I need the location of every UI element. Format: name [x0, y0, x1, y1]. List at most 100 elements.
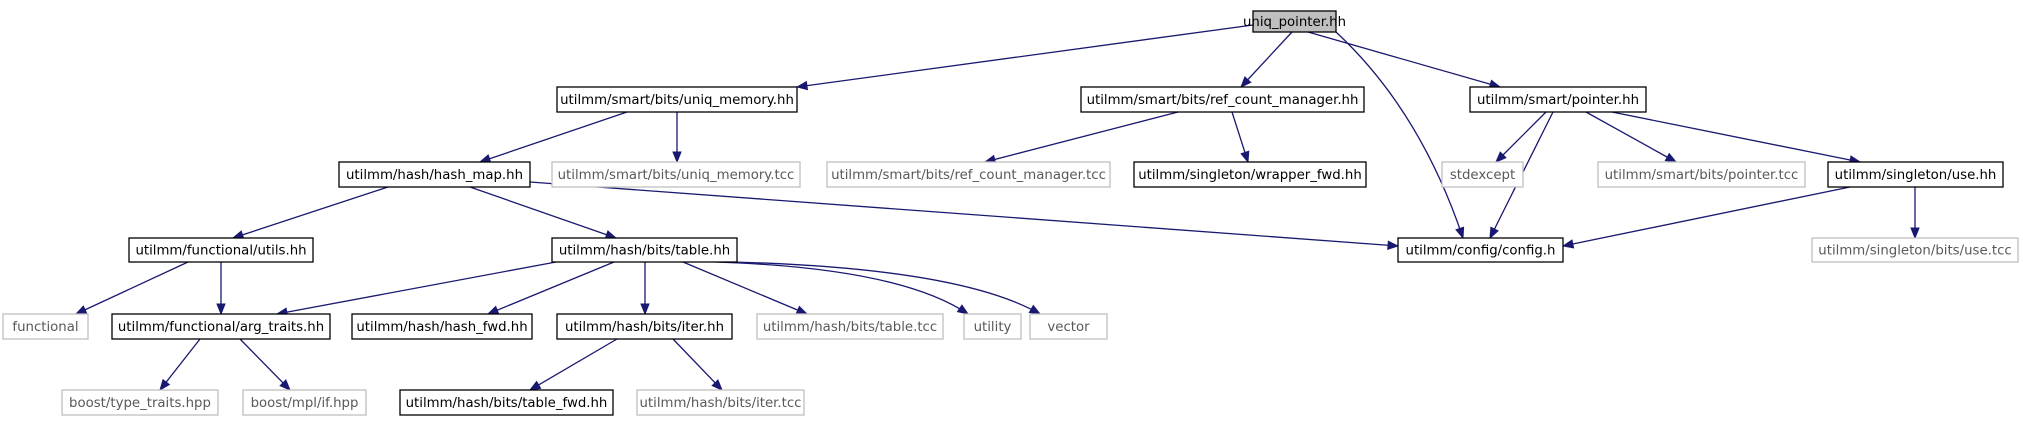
node-vector: vector: [1029, 313, 1108, 340]
edge-line: [796, 24, 1254, 88]
edge-line: [1562, 186, 1851, 247]
edge-utilmm-functional-arg-traits-hh-to-boost-mpl-if-hpp: [239, 338, 291, 391]
node-utilmm-hash-bits-table-fwd-hh[interactable]: utilmm/hash/bits/table_fwd.hh: [399, 389, 614, 416]
nodes-layer: uniq_pointer.hh utilmm/smart/bits/uniq_me…: [2, 10, 2019, 416]
node-box: [1397, 237, 1564, 263]
node-utilmm-config-config-h[interactable]: utilmm/config/config.h: [1397, 237, 1564, 263]
edge-utilmm-functional-utils-hh-to-functional: [74, 261, 189, 315]
arrowhead-icon: [159, 378, 171, 392]
node-label: stdexcept: [1450, 168, 1515, 183]
node-box: [551, 237, 738, 263]
edge-line: [1335, 31, 1464, 239]
edge-utilmm-hash-bits-table-hh-to-utilmm-functional-arg-traits-hh: [275, 261, 557, 317]
node-boost-mpl-if-hpp: boost/mpl/if.hpp: [242, 389, 367, 416]
node-label: utilmm/smart/bits/uniq_memory.hh: [560, 93, 794, 108]
node-utilmm-hash-hash-fwd-hh[interactable]: utilmm/hash/hash_fwd.hh: [351, 313, 533, 340]
node-label: boost/mpl/if.hpp: [251, 396, 359, 411]
edge-line: [1611, 111, 1861, 163]
node-box: [826, 161, 1111, 188]
node-box: [1252, 10, 1337, 33]
edge-utilmm-hash-hash-map-hh-to-utilmm-config-config-h: [529, 181, 1400, 250]
node-label: utility: [974, 320, 1012, 335]
node-box: [556, 313, 733, 340]
arrowhead-icon: [1240, 76, 1252, 88]
node-uniq-pointer-hh: uniq_pointer.hh: [1243, 10, 1346, 33]
arrowhead-icon: [604, 230, 618, 240]
node-box: [551, 161, 801, 188]
node-label: utilmm/hash/bits/table_fwd.hh: [406, 396, 608, 411]
node-box: [399, 389, 614, 416]
arrowhead-icon: [1455, 226, 1465, 240]
node-label: utilmm/functional/utils.hh: [135, 244, 306, 259]
node-utilmm-hash-bits-table-hh[interactable]: utilmm/hash/bits/table.hh: [551, 237, 738, 263]
edge-line: [529, 181, 1399, 247]
node-utilmm-smart-pointer-hh[interactable]: utilmm/smart/pointer.hh: [1469, 86, 1647, 113]
arrowhead-icon: [1240, 150, 1250, 164]
node-label: utilmm/hash/hash_map.hh: [346, 168, 523, 183]
arrowhead-icon: [1489, 226, 1499, 240]
arrowhead-icon: [279, 379, 291, 391]
node-utilmm-singleton-use-hh[interactable]: utilmm/singleton/use.hh: [1827, 161, 2004, 188]
node-utilmm-hash-hash-map-hh[interactable]: utilmm/hash/hash_map.hh: [338, 161, 531, 188]
node-box: [1469, 86, 1647, 113]
edge-line: [672, 338, 723, 391]
node-label: vector: [1047, 320, 1090, 335]
node-label: utilmm/singleton/wrapper_fwd.hh: [1138, 168, 1362, 183]
edge-utilmm-hash-bits-table-hh-to-utilmm-hash-hash-fwd-hh: [486, 261, 615, 315]
edge-line: [682, 261, 808, 315]
node-utilmm-hash-bits-iter-hh[interactable]: utilmm/hash/bits/iter.hh: [556, 313, 733, 340]
arrowhead-icon: [795, 305, 809, 315]
node-label: utilmm/hash/hash_fwd.hh: [356, 320, 527, 335]
arrowhead-icon: [1495, 151, 1507, 163]
node-utilmm-hash-bits-iter-tcc: utilmm/hash/bits/iter.tcc: [636, 389, 805, 416]
node-box: [1080, 86, 1365, 113]
node-label: utilmm/functional/arg_traits.hh: [118, 320, 324, 335]
node-box: [556, 86, 798, 113]
node-utilmm-smart-bits-ref-count-manager-hh[interactable]: utilmm/smart/bits/ref_count_manager.hh: [1080, 86, 1365, 113]
arrowhead-icon: [795, 80, 809, 91]
node-label: utilmm/hash/bits/iter.tcc: [640, 396, 802, 411]
edge-uniq-pointer-hh-to-utilmm-config-config-h: [1335, 31, 1465, 240]
node-utilmm-singleton-bits-use-tcc: utilmm/singleton/bits/use.tcc: [1811, 237, 2019, 263]
edge-line: [75, 261, 189, 315]
node-label: utilmm/smart/bits/pointer.tcc: [1605, 168, 1799, 183]
node-utilmm-singleton-wrapper-fwd-hh[interactable]: utilmm/singleton/wrapper_fwd.hh: [1133, 161, 1367, 188]
node-box: [61, 389, 219, 416]
edge-utilmm-hash-hash-map-hh-to-utilmm-functional-utils-hh: [231, 186, 389, 240]
edge-utilmm-functional-utils-hh-to-utilmm-functional-arg-traits-hh: [216, 262, 226, 316]
node-box: [1827, 161, 2004, 188]
edge-line: [1307, 31, 1501, 88]
node-utilmm-functional-utils-hh[interactable]: utilmm/functional/utils.hh: [128, 237, 314, 263]
node-utilmm-functional-arg-traits-hh[interactable]: utilmm/functional/arg_traits.hh: [111, 313, 331, 340]
edge-utilmm-hash-hash-map-hh-to-utilmm-hash-bits-table-hh: [469, 186, 618, 240]
edge-line: [469, 186, 617, 239]
edge-utilmm-singleton-use-hh-to-utilmm-singleton-bits-use-tcc: [1910, 187, 1920, 240]
edge-line: [1495, 111, 1547, 163]
node-utilmm-smart-bits-uniq-memory-hh[interactable]: utilmm/smart/bits/uniq_memory.hh: [556, 86, 798, 113]
arrowhead-icon: [956, 304, 970, 315]
node-box: [1597, 161, 1806, 188]
edge-line: [232, 186, 389, 239]
arrowhead-icon: [216, 303, 226, 316]
node-utilmm-smart-bits-pointer-tcc: utilmm/smart/bits/pointer.tcc: [1597, 161, 1806, 188]
edge-line: [159, 338, 201, 391]
node-label: functional: [12, 320, 78, 335]
edge-line: [487, 261, 615, 315]
node-box: [1811, 237, 2019, 263]
node-box: [351, 313, 533, 340]
edge-line: [984, 111, 1179, 163]
edge-uniq-pointer-hh-to-utilmm-smart-pointer-hh: [1307, 31, 1502, 89]
node-label: utilmm/smart/pointer.hh: [1477, 93, 1639, 108]
node-box: [128, 237, 314, 263]
arrowhead-icon: [528, 380, 542, 391]
node-label: utilmm/singleton/bits/use.tcc: [1818, 244, 2011, 259]
node-label: utilmm/hash/bits/table.hh: [559, 244, 730, 259]
node-box: [2, 313, 89, 340]
edge-utilmm-singleton-use-hh-to-utilmm-config-config-h: [1561, 186, 1851, 249]
node-label: utilmm/singleton/use.hh: [1835, 168, 1997, 183]
edge-line: [1240, 31, 1293, 88]
arrowhead-icon: [1664, 152, 1678, 163]
edge-utilmm-smart-bits-uniq-memory-hh-to-utilmm-hash-hash-map-hh: [478, 111, 628, 164]
arrowhead-icon: [672, 151, 682, 164]
node-box: [242, 389, 367, 416]
